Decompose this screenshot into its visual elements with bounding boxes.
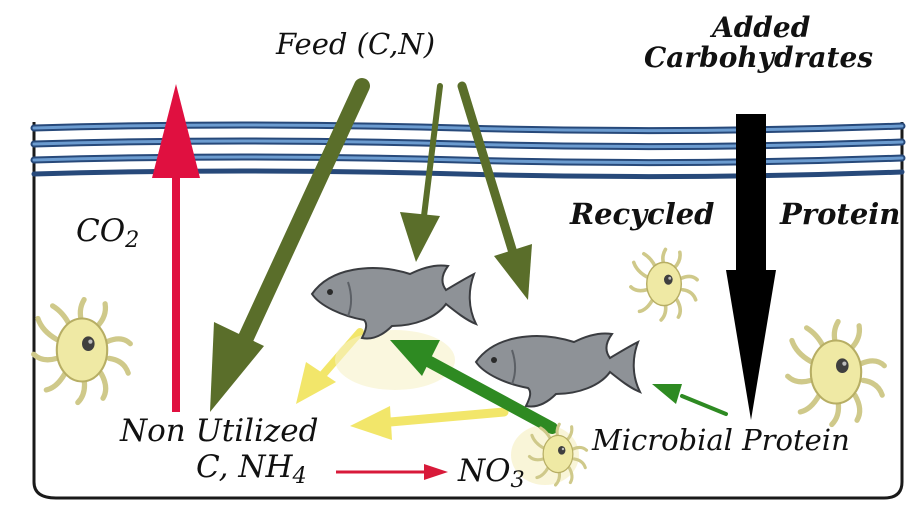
co2-label-main: CO [76,213,126,249]
microbe-icon [629,247,699,322]
added-label-line2: Carbohydrates [644,41,874,74]
no3-label: NO3 [458,456,525,492]
protein-label: Protein [780,197,901,231]
microbe-icon [34,300,131,403]
nitrification-arrow [336,464,448,480]
feed-arrows [210,78,532,412]
no3-label-main: NO [458,453,511,489]
non-utilized-label: Non Utilized [120,413,319,449]
fish-icon [311,264,477,340]
microbe-icon [788,322,885,425]
tank-outline [32,122,904,500]
co2-arrow [152,84,200,412]
c-nh4-label-main: C, NH [196,449,293,485]
carbohydrate-arrow [726,114,776,420]
microbial-protein-label: Microbial Protein [592,423,850,457]
feed-label: Feed (C,N) [276,27,436,61]
no3-label-sub: 3 [510,467,525,494]
co2-label-sub: 2 [125,227,140,254]
c-nh4-label: C, NH4 [196,452,307,488]
co2-label: CO2 [76,216,139,252]
recycled-label: Recycled [570,197,715,231]
protein-arrows [390,340,728,434]
added-label-line1: Added [712,11,811,44]
c-nh4-label-sub: 4 [292,463,307,490]
